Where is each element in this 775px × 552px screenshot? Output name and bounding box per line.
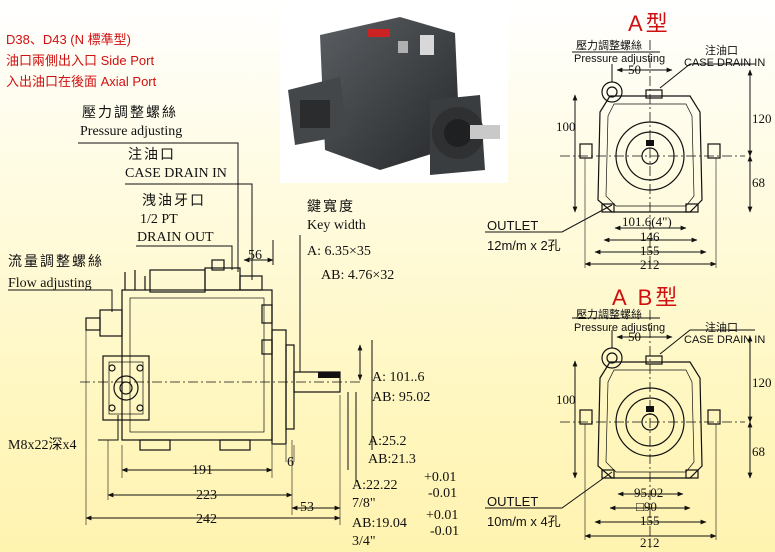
a-dim-100: 100 [556, 119, 576, 134]
ab-front-view [560, 310, 745, 548]
key-width-label-en: Key width [307, 218, 366, 233]
dim-a-101-6: A: 101..6 [372, 370, 425, 385]
a-dim-146: 146 [640, 229, 660, 244]
pump-photo [280, 5, 508, 183]
side-view [80, 259, 360, 451]
ab-dim-155: 155 [640, 513, 660, 528]
a-outlet-label: OUTLET [487, 218, 539, 233]
dim-242: 242 [196, 512, 217, 527]
ab-dim-212: 212 [640, 535, 660, 550]
dim-56: 56 [248, 248, 262, 263]
ab-dim-68: 68 [752, 444, 765, 459]
flow-label-en: Flow adjusting [8, 276, 92, 291]
ab-view-dimensions [485, 317, 755, 540]
dim-53: 53 [300, 500, 314, 515]
pressure-label-cn: 壓力調整螺絲 [82, 106, 178, 121]
a-type-title: A型 [628, 11, 671, 36]
dim-ab-21-3: AB:21.3 [368, 452, 416, 467]
a-pressure-en: Pressure adjusting [574, 53, 666, 65]
drain-in-label-cn: 注油口 [128, 148, 176, 163]
ab-outlet-label: OUTLET [487, 494, 539, 509]
key-width-a: A: 6.35×35 [307, 244, 371, 259]
ab-outlet-spec: 10m/m x 4孔 [487, 514, 561, 529]
side-view-dimensions [85, 330, 373, 525]
dim-223: 223 [196, 488, 217, 503]
ab-drain-en: CASE DRAIN IN [684, 334, 766, 346]
key-width-label-cn: 鍵寬度 [307, 200, 355, 215]
a-pressure-cn: 壓力調整螺絲 [576, 40, 642, 52]
ab-pressure-cn: 壓力調整螺絲 [576, 309, 642, 321]
a-dim-101-6: 101.6(4") [622, 214, 672, 229]
ab-pressure-en: Pressure adjusting [574, 322, 666, 334]
tol-minus-ab: -0.01 [430, 524, 460, 539]
a-dim-68: 68 [752, 175, 765, 190]
drain-out-label-cn: 洩油牙口 [142, 194, 206, 209]
dim-6: 6 [287, 455, 294, 470]
dim-a-25-2: A:25.2 [368, 434, 407, 449]
tol-plus-a: +0.01 [424, 470, 457, 485]
ab-dim-100: 100 [556, 392, 576, 407]
a-drain-cn: 注油口 [705, 45, 738, 57]
dim-a-22-22: A:22.22 [352, 478, 398, 493]
tol-plus-ab: +0.01 [426, 508, 459, 523]
ab-dim-50: 50 [628, 329, 641, 344]
ab-type-title: A B型 [612, 285, 681, 310]
pressure-label-en: Pressure adjusting [80, 124, 183, 139]
drain-in-label-en: CASE DRAIN IN [125, 166, 227, 181]
a-dim-212: 212 [640, 257, 660, 272]
bolt-spec: M8x22深x4 [8, 438, 77, 453]
ab-drain-cn: 注油口 [705, 322, 738, 334]
axial-port-note: 入出油口在後面 Axial Port [6, 74, 157, 89]
dim-ab-95-02: AB: 95.02 [372, 390, 431, 405]
a-dim-155: 155 [640, 243, 660, 258]
ab-dim-sq90: □90 [636, 499, 657, 514]
drain-out-pt: 1/2 PT [140, 212, 178, 227]
model-note: D38、D43 (N 標準型) [6, 32, 131, 47]
dim-ab-19-04: AB:19.04 [352, 516, 407, 531]
a-dim-50: 50 [628, 62, 641, 77]
key-width-ab: AB: 4.76×32 [321, 268, 395, 283]
side-port-note: 油口兩側出入口 Side Port [6, 53, 155, 68]
frac-3-4: 3/4" [352, 534, 376, 549]
pump-photo-image [288, 17, 500, 175]
a-dim-120: 120 [752, 111, 772, 126]
a-view-dimensions [485, 51, 755, 268]
drain-out-label-en: DRAIN OUT [137, 230, 214, 245]
dim-191: 191 [192, 463, 213, 478]
tol-minus-a: -0.01 [428, 486, 458, 501]
a-outlet-spec: 12m/m x 2孔 [487, 238, 561, 253]
flow-label-cn: 流量調整螺絲 [8, 255, 104, 270]
side-view-leaders [8, 142, 301, 441]
ab-dim-120: 120 [752, 375, 772, 390]
frac-7-8: 7/8" [352, 496, 376, 511]
ab-dim-95-02: 95.02 [634, 485, 664, 500]
a-drain-en: CASE DRAIN IN [684, 57, 766, 69]
